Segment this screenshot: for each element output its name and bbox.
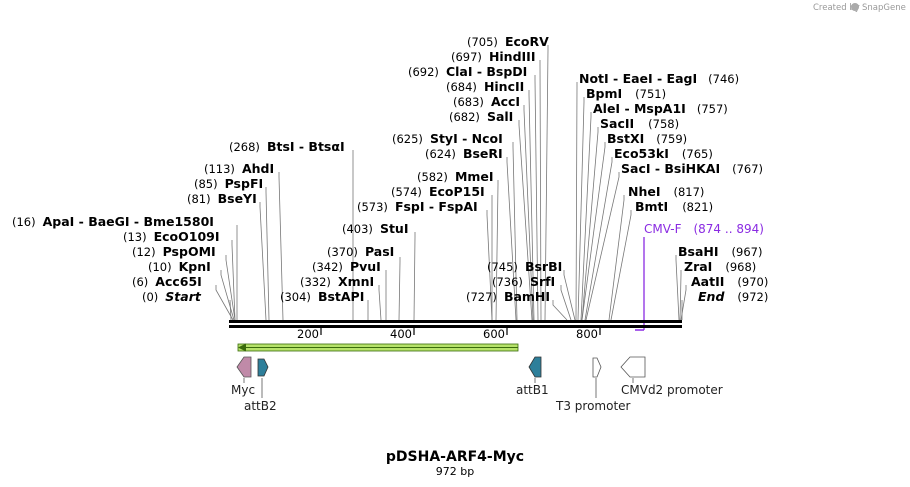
site-noti: NotI - EaeI - EagI(746) xyxy=(579,71,739,86)
tick-400: 400 xyxy=(390,327,412,341)
site-ecoo109i: (13)EcoO109I xyxy=(123,229,220,244)
tick-200: 200 xyxy=(297,327,319,341)
site-alei: AleI - MspA1I(757) xyxy=(593,101,728,116)
credit-brand: SnapGene xyxy=(862,3,906,13)
primer-label: CMV-F(874 .. 894) xyxy=(644,222,764,236)
t3-promoter-arrow-icon xyxy=(592,357,602,378)
feature-myc: Myc xyxy=(231,383,255,397)
tick-600: 600 xyxy=(483,327,505,341)
site-xmni: (332)XmnI xyxy=(300,274,374,289)
attb2-arrow-icon xyxy=(257,358,269,377)
site-acci: (683)AccI xyxy=(453,94,520,109)
site-bsrbi: (745)BsrBI xyxy=(487,259,562,274)
site-pvui: (342)PvuI xyxy=(312,259,381,274)
backbone xyxy=(229,320,682,328)
site-bsahi: BsaHI(967) xyxy=(678,244,762,259)
site-bseyi: (81)BseYI xyxy=(187,191,257,206)
restriction-sites: (705)EcoRV (697)HindIII (692)ClaI - BspD… xyxy=(12,34,768,304)
site-pasi: (370)PasI xyxy=(327,244,394,259)
site-connectors xyxy=(215,45,687,321)
site-hindiii: (697)HindIII xyxy=(451,49,535,64)
site-apai: (16)ApaI - BaeGI - Bme1580I xyxy=(12,214,214,229)
site-bseri: (624)BseRI xyxy=(425,146,503,161)
plasmid-title: pDSHA-ARF4-Myc xyxy=(386,449,524,465)
site-styi: (625)StyI - NcoI xyxy=(392,131,503,146)
site-srfi: (736)SrfI xyxy=(492,274,555,289)
site-sacii: SacII(758) xyxy=(600,116,679,131)
feature-cmvd2-promoter: CMVd2 promoter xyxy=(621,383,723,397)
site-bmti: BmtI(821) xyxy=(635,199,713,214)
feature-t3-promoter: T3 promoter xyxy=(555,399,631,413)
site-ahdi: (113)AhdI xyxy=(204,161,274,176)
credit-text: Created by xyxy=(813,3,860,13)
site-btsi: (268)BtsI - BtsαI xyxy=(229,139,345,154)
site-start: (0)Start xyxy=(142,289,202,304)
site-eco53ki: Eco53kI(765) xyxy=(614,146,713,161)
cmvd2-promoter-arrow-icon xyxy=(620,356,646,378)
feature-attb2: attB2 xyxy=(244,399,277,413)
primer-cmv-f: CMV-F(874 .. 894) xyxy=(635,222,764,331)
site-ecorv: (705)EcoRV xyxy=(467,34,549,49)
site-acc65i: (6)Acc65I xyxy=(132,274,202,289)
site-bstxi: BstXI(759) xyxy=(607,131,687,146)
site-end: End(972) xyxy=(698,289,768,304)
site-aatii: AatII(970) xyxy=(691,274,768,289)
site-bstapi: (304)BstAPI xyxy=(280,289,364,304)
orf-arrowhead-icon xyxy=(238,343,246,352)
ruler: 200 400 600 800 xyxy=(297,327,601,341)
plasmid-length: 972 bp xyxy=(436,465,474,478)
orf-arrow xyxy=(237,343,519,352)
attb1-arrow-icon xyxy=(528,356,542,378)
site-fspi: (573)FspI - FspAI xyxy=(357,199,478,214)
site-bamhi: (727)BamHI xyxy=(466,289,550,304)
site-nhei: NheI(817) xyxy=(628,184,704,199)
myc-arrow-icon xyxy=(236,356,252,378)
site-saci: SacI - BsiHKAI(767) xyxy=(621,161,763,176)
site-kpni: (10)KpnI xyxy=(148,259,211,274)
site-zrai: ZraI(968) xyxy=(684,259,756,274)
features: Myc attB2 attB1 T3 promoter CMVd2 promot… xyxy=(231,356,723,413)
credit: Created by SnapGene xyxy=(813,3,906,13)
site-ecop15i: (574)EcoP15I xyxy=(391,184,485,199)
snapgene-logo-icon xyxy=(851,3,859,11)
site-pspfi: (85)PspFI xyxy=(194,176,263,191)
site-bpmi: BpmI(751) xyxy=(586,86,666,101)
site-hincii: (684)HincII xyxy=(446,79,524,94)
tick-800: 800 xyxy=(576,327,598,341)
site-stui: (403)StuI xyxy=(342,221,408,236)
site-sali: (682)SalI xyxy=(449,109,513,124)
site-pspomi: (12)PspOMI xyxy=(132,244,216,259)
site-mmei: (582)MmeI xyxy=(417,169,494,184)
site-clai: (692)ClaI - BspDI xyxy=(408,64,527,79)
feature-attb1: attB1 xyxy=(516,383,549,397)
